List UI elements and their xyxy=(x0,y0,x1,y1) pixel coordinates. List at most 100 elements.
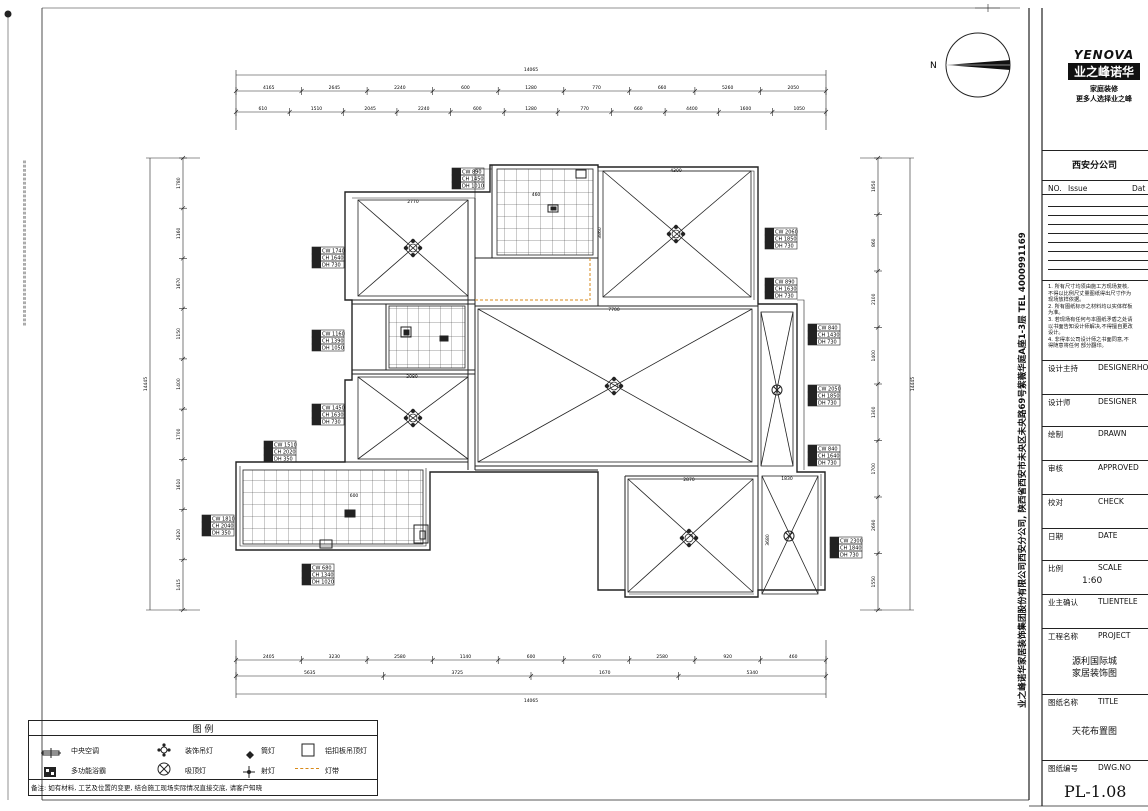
ceiling-bathroom-1 xyxy=(496,168,594,256)
tag-cw: CW 1740 xyxy=(322,249,345,255)
issue-header: Issue xyxy=(1068,184,1088,193)
dim-top-inner-9: 1600 xyxy=(740,106,752,112)
tag-ch: CH 1340 xyxy=(312,573,334,579)
tb-row-label-cn: 设计主持 xyxy=(1048,364,1078,373)
tb-row-label-cn: 设计师 xyxy=(1048,398,1071,407)
dim-top-inner-3: 2240 xyxy=(418,106,430,112)
tb-row-label-en: DESIGNERHOS xyxy=(1098,363,1148,372)
dim-top-inner-1: 1510 xyxy=(311,106,323,112)
tag-ch: CH 2020 xyxy=(274,450,296,456)
sheet-frame xyxy=(4,7,1148,807)
dim-bottom-inner-8: 460 xyxy=(789,654,798,660)
legend-aluminum-ceiling-light: 铝扣板吊顶灯 xyxy=(325,747,367,755)
tag-ch: CH 1430 xyxy=(818,333,840,339)
tag-ch: CH 2040 xyxy=(212,524,234,530)
issue-row xyxy=(1048,269,1148,270)
legend-box: 图 例 备注: 如有材料, 工艺及位置的变更, 结合施工现场实际情况直接交底, … xyxy=(28,720,378,796)
tag-dh: DH 350 xyxy=(212,531,231,537)
dim-top-mid-1: 2645 xyxy=(329,85,341,91)
tb-row-label-cn: 图纸名称 xyxy=(1048,698,1078,707)
note-line: 3. 若现场有任何与本图纸矛盾之处请 xyxy=(1048,317,1133,323)
branch-name: 西安分公司 xyxy=(1072,161,1118,171)
issue-row xyxy=(1048,251,1148,252)
room-dim-0: 2770 xyxy=(407,199,419,205)
tag-cw: CW 2300 xyxy=(840,539,863,545)
tag-cw: CW 840 xyxy=(818,447,838,453)
tag-dh: DH 730 xyxy=(818,461,837,467)
dim-left-0: 1780 xyxy=(176,177,182,189)
tb-row-label-en: DWG.NO xyxy=(1098,763,1131,772)
aluminum-ceiling-light-icon xyxy=(301,742,315,757)
dim-right-7: 1550 xyxy=(871,576,877,588)
ceiling-bedroom-1 xyxy=(357,199,469,297)
dim-left-total: 14445 xyxy=(143,377,149,391)
dim-right-1: 860 xyxy=(871,238,877,247)
room-dim-3: 7700 xyxy=(608,307,620,313)
dim-right-5: 1700 xyxy=(871,463,877,475)
dim-left-5: 1700 xyxy=(176,428,182,440)
ceiling-bathroom-2 xyxy=(388,305,466,369)
decorative-pendant-lights xyxy=(403,224,699,548)
dim-top-inner-7: 660 xyxy=(634,106,643,112)
tag-ch: CH 1390 xyxy=(322,339,344,345)
north-compass-icon xyxy=(945,32,1011,98)
dim-top-mid-7: 5260 xyxy=(722,85,734,91)
pendant-light-icon xyxy=(666,224,686,244)
dim-top-mid-3: 600 xyxy=(461,85,470,91)
legend-spotlight: 射灯 xyxy=(261,767,275,775)
tb-row-label-en: SCALE xyxy=(1098,563,1123,572)
tag-cw: CW 890 xyxy=(462,170,482,176)
legend-downlight: 筒灯 xyxy=(261,747,275,755)
room-dim-6: 1830 xyxy=(781,476,793,482)
dimensions-top xyxy=(233,70,829,130)
brand-name: 业之峰诺华 xyxy=(1068,63,1140,80)
ceiling-bedroom-2 xyxy=(357,376,469,460)
tag-dh: DH 730 xyxy=(818,401,837,407)
issue-row xyxy=(1048,233,1148,234)
company-address-vertical: 业之峰诺华家居装饰集团股份有限公司西安分公司, 陕西省西安市未央区未央路69号紫… xyxy=(1018,232,1028,708)
dim-bottom-mid-0: 5635 xyxy=(304,670,316,676)
dim-top-inner-8: 4400 xyxy=(686,106,698,112)
project-name-1: 源利国际城 xyxy=(1072,657,1118,667)
date-header: Dat xyxy=(1132,184,1146,193)
dim-bottom-inner-5: 670 xyxy=(592,654,601,660)
tag-dh: DH 730 xyxy=(818,340,837,346)
note-line: 以书面告知设计师解决,不得擅自更改 xyxy=(1048,323,1133,330)
tag-cw: CW 680 xyxy=(312,566,332,572)
tb-row-label-en: APPROVED xyxy=(1098,463,1139,472)
ceiling-corridor xyxy=(760,311,794,467)
note-line: 设计。 xyxy=(1048,330,1064,337)
note-line: 为准。 xyxy=(1048,310,1064,317)
legend-title: 图 例 xyxy=(192,725,214,735)
legend-central-ac: 中央空调 xyxy=(71,747,99,755)
dim-top-mid-6: 660 xyxy=(658,85,667,91)
dim-left-1: 1160 xyxy=(176,227,182,239)
issue-row xyxy=(1048,206,1148,207)
issue-row xyxy=(1048,224,1148,225)
dim-top-mid-8: 2050 xyxy=(787,85,799,91)
tag-dh: DH 350 xyxy=(274,457,293,463)
tag-cw: CW 890 xyxy=(775,280,795,286)
room-dim-2: 3860 xyxy=(597,227,603,239)
ceiling-study xyxy=(627,478,754,593)
tag-ch: CH 1630 xyxy=(322,413,344,419)
scale-value: 1:60 xyxy=(1082,576,1103,586)
tb-row-label-cn: 图纸编号 xyxy=(1048,764,1078,773)
note-line: 2. 所有图纸标示之材料均以实体样板 xyxy=(1048,303,1133,310)
tag-dh: DH 730 xyxy=(322,420,341,426)
tb-row-label-cn: 审核 xyxy=(1048,464,1063,473)
title-block: YENOVA 业之峰诺华 家庭装修 更多人选择业之峰 西安分公司 NO. Iss… xyxy=(1042,8,1148,806)
tag-cw: CW 1160 xyxy=(322,332,345,338)
dim-right-4: 1300 xyxy=(871,406,877,418)
dim-bottom-inner-3: 1140 xyxy=(460,654,472,660)
dimensions-left xyxy=(146,155,200,613)
pendant-light-icon xyxy=(403,408,423,428)
